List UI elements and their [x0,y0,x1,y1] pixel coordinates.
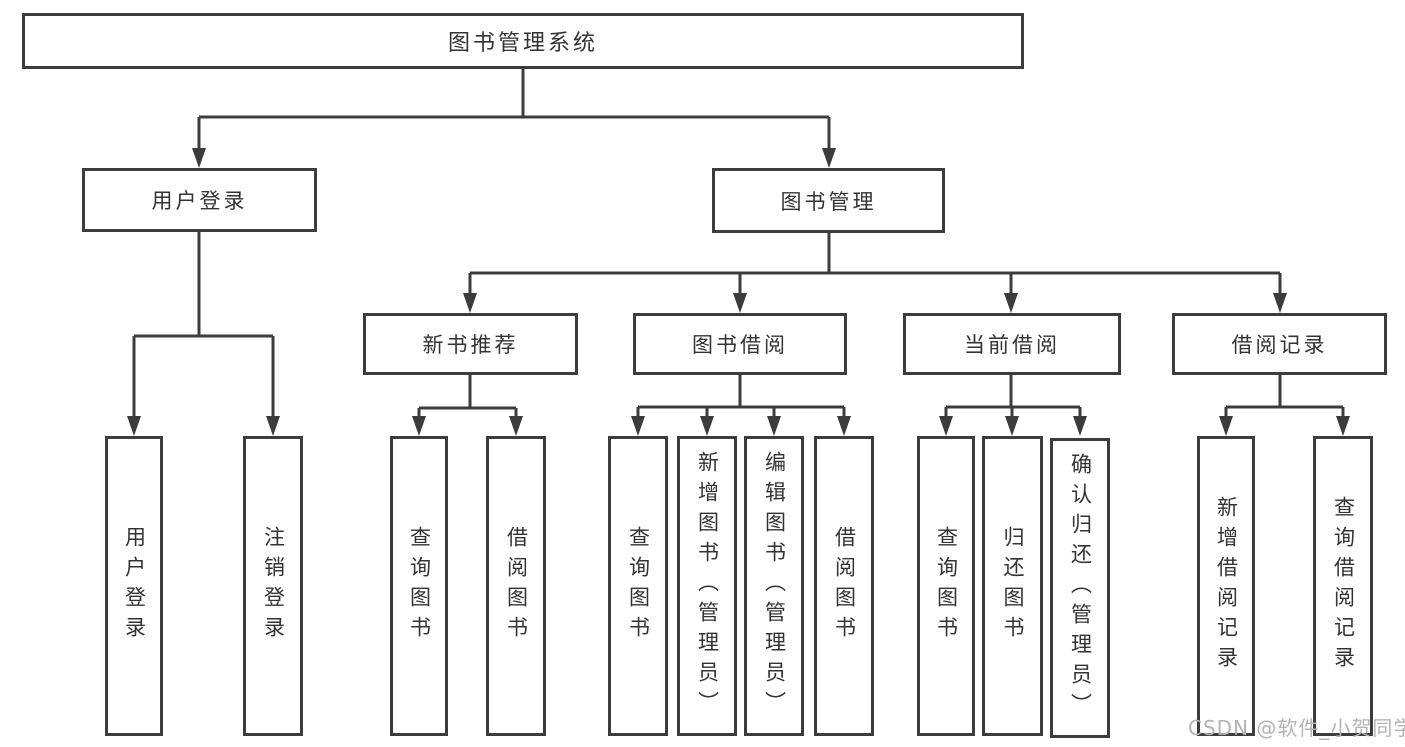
leaf-edit-books-admin: 编辑图书（管理员） [744,436,804,736]
node-label: 查询图书 [407,526,432,646]
leaf-query-books-current: 查询图书 [917,436,975,736]
node-new-book-recommend: 新书推荐 [363,313,578,375]
node-label: 借阅图书 [832,526,857,646]
node-label: 新增借阅记录 [1214,496,1239,676]
node-current-borrowing: 当前借阅 [903,313,1121,375]
csdn-watermark: CSDN @软件_小贺同学 [1188,716,1405,740]
leaf-query-books-recommend: 查询图书 [390,436,448,736]
node-label: 用户登录 [122,526,147,646]
leaf-add-borrow-record: 新增借阅记录 [1197,436,1255,736]
node-label: 查询借阅记录 [1331,496,1356,676]
leaf-add-books-admin: 新增图书（管理员） [677,436,737,736]
node-label: 图书借阅 [692,333,788,357]
node-label: 确认归还（管理员） [1068,453,1093,723]
node-label: 新书推荐 [422,333,519,357]
node-label: 当前借阅 [964,333,1060,357]
node-label: 借阅图书 [504,526,529,646]
node-system-root: 图书管理系统 [22,13,1024,69]
node-label: 用户登录 [151,189,248,213]
node-label: 新增图书（管理员） [695,451,720,721]
leaf-borrow-books-recommend: 借阅图书 [486,436,546,736]
node-label: 归还图书 [1001,526,1025,646]
node-label: 查询图书 [626,526,651,646]
node-label: 借阅记录 [1231,333,1328,357]
node-book-management: 图书管理 [712,168,945,233]
node-label: 注销登录 [261,526,286,646]
node-user-login: 用户登录 [82,168,317,232]
node-label: 图书管理 [780,189,877,214]
leaf-logout: 注销登录 [243,436,303,736]
leaf-user-login: 用户登录 [105,436,163,736]
node-borrowing-records: 借阅记录 [1172,313,1387,375]
leaf-confirm-return-admin: 确认归还（管理员） [1050,438,1110,738]
node-label: 编辑图书（管理员） [762,451,787,721]
node-book-borrowing: 图书借阅 [633,313,847,375]
leaf-query-borrow-record: 查询借阅记录 [1313,436,1373,736]
node-label: 查询图书 [934,526,959,646]
leaf-return-books: 归还图书 [982,436,1043,736]
leaf-query-books-borrowing: 查询图书 [608,436,668,736]
leaf-borrow-books-borrowing: 借阅图书 [814,436,874,736]
node-label: 图书管理系统 [447,31,598,56]
